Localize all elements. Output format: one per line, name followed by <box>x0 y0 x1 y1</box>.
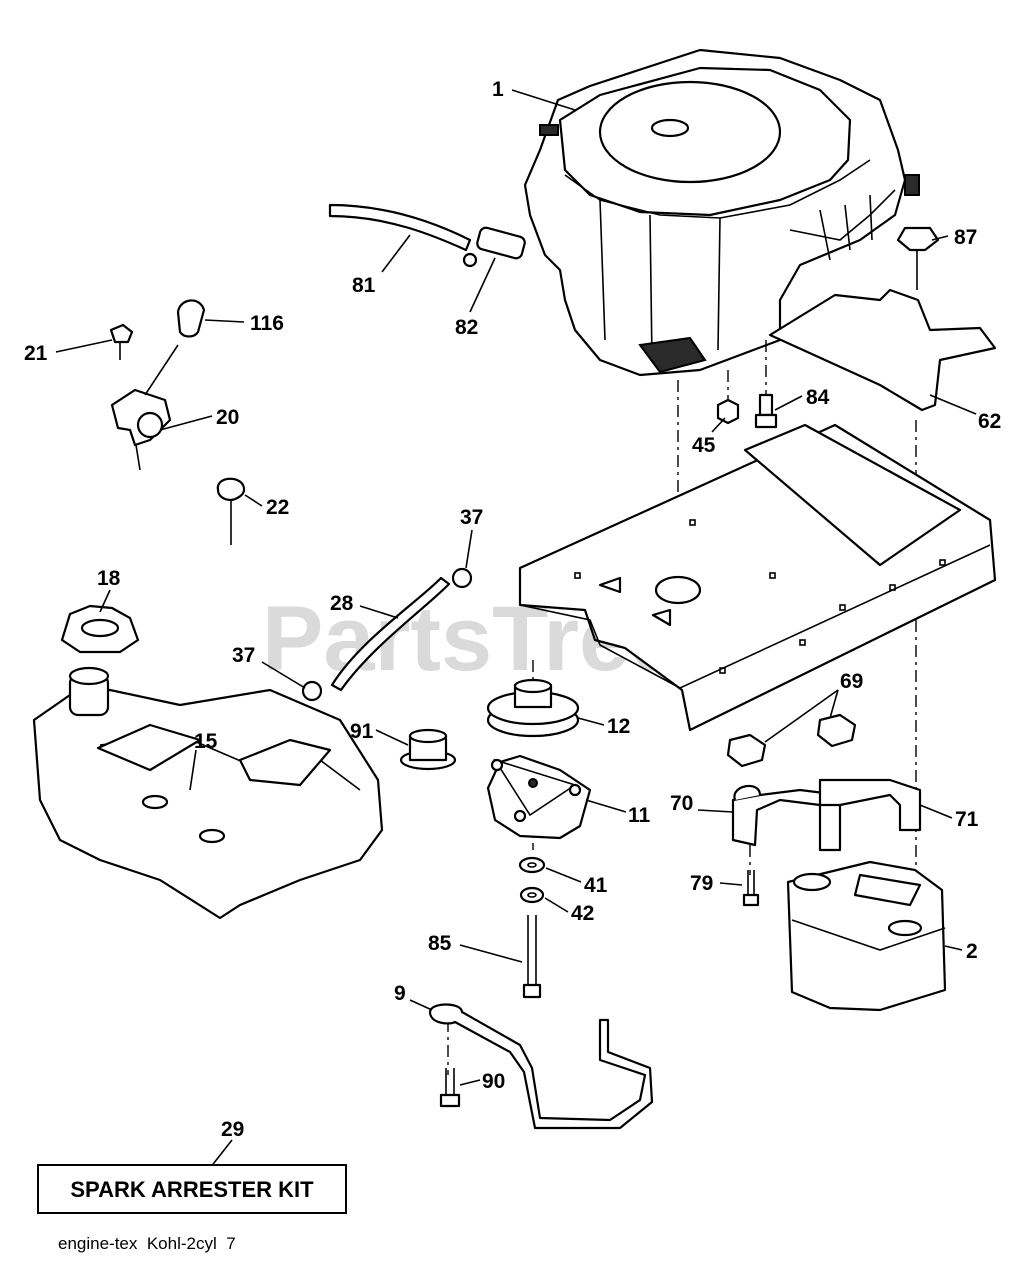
callout-22: 22 <box>266 496 289 519</box>
callout-21: 21 <box>24 342 48 365</box>
callout-42: 42 <box>571 902 594 925</box>
callout-18: 18 <box>97 567 121 590</box>
part-engine <box>523 48 920 377</box>
part-pulley <box>486 678 580 738</box>
part-nut <box>716 398 740 425</box>
callout-62: 62 <box>978 410 1001 433</box>
callout-29: 29 <box>221 1118 244 1141</box>
callout-71: 71 <box>955 808 979 831</box>
callout-45: 45 <box>692 434 716 457</box>
callout-85: 85 <box>428 932 452 955</box>
callout-116: 116 <box>250 312 284 335</box>
part-washer-42 <box>519 886 545 904</box>
part-washer-41 <box>518 856 546 874</box>
callout-9: 9 <box>394 982 406 1005</box>
leader-lines <box>55 89 977 1169</box>
callout-84: 84 <box>806 386 830 409</box>
part-knob <box>896 226 940 290</box>
part-bolt-90 <box>439 1068 461 1108</box>
callout-2: 2 <box>966 940 978 963</box>
part-bolt-84 <box>754 393 778 429</box>
spark-arrester-kit-box: SPARK ARRESTER KIT <box>37 1164 347 1214</box>
callout-69: 69 <box>840 670 863 693</box>
part-muffler <box>786 860 947 1012</box>
part-bracket <box>428 1003 654 1130</box>
callout-91: 91 <box>350 720 374 743</box>
callout-70: 70 <box>670 792 693 815</box>
part-hose <box>330 576 451 692</box>
callout-90: 90 <box>482 1070 505 1093</box>
part-throttle-control <box>110 344 179 471</box>
callout-87: 87 <box>954 226 977 249</box>
callout-37-lower: 37 <box>232 644 255 667</box>
part-clamp-upper <box>451 567 473 589</box>
kit-label: SPARK ARRESTER KIT <box>70 1177 314 1202</box>
part-shield <box>768 288 997 412</box>
part-clamp-lower <box>301 680 323 702</box>
part-bolt-21 <box>109 323 134 360</box>
callout-79: 79 <box>690 872 713 895</box>
callout-37-upper: 37 <box>460 506 483 529</box>
part-frame <box>518 423 997 732</box>
part-fuel-filter <box>462 226 526 268</box>
callout-82: 82 <box>455 316 478 339</box>
callout-11: 11 <box>628 804 651 827</box>
frame-holes <box>574 519 946 674</box>
callout-81: 81 <box>352 274 376 297</box>
part-bolt-79 <box>742 870 760 907</box>
callout-28: 28 <box>330 592 354 615</box>
part-spacer <box>399 728 457 771</box>
part-clutch <box>486 754 592 840</box>
part-bolt-85 <box>522 915 542 999</box>
part-gaskets <box>726 713 857 768</box>
part-knob-116 <box>176 299 206 338</box>
part-exhaust-pipes <box>731 778 922 852</box>
part-choke <box>216 477 246 545</box>
callout-labels: 1 81 82 87 116 21 20 22 84 45 62 37 28 1… <box>24 78 1001 1141</box>
part-fuel-cap <box>60 604 140 654</box>
part-fuel-line <box>328 203 472 252</box>
diagram-code: engine-tex Kohl-2cyl 7 <box>58 1234 236 1253</box>
callout-20: 20 <box>216 406 239 429</box>
callout-12: 12 <box>607 715 630 738</box>
callout-15: 15 <box>194 730 218 753</box>
callout-41: 41 <box>584 874 608 897</box>
callout-1: 1 <box>492 78 504 101</box>
part-fuel-tank <box>32 666 384 920</box>
